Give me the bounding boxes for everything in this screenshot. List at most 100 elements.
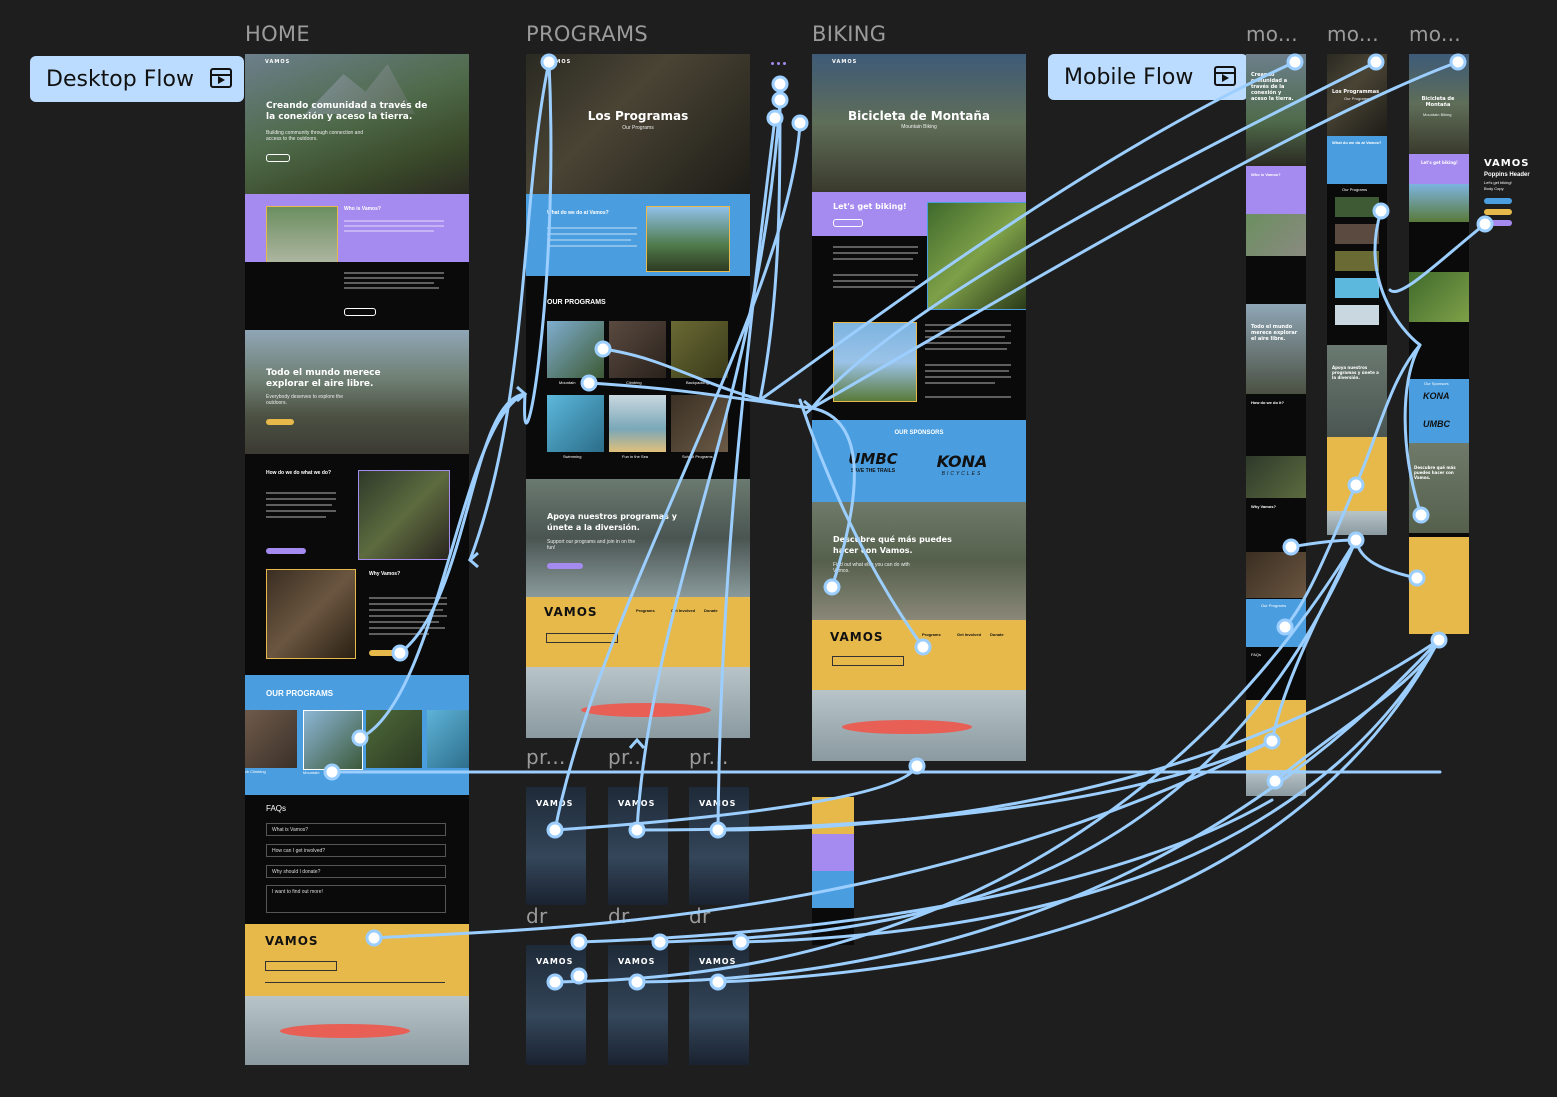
style-guide-component[interactable]: VAMOS Poppins Header Let's get biking! B… (1484, 158, 1554, 230)
program-tile-climbing[interactable] (609, 321, 666, 378)
text-line (344, 220, 444, 222)
footer-col[interactable]: Programs (922, 632, 941, 637)
frame-title-dr-3[interactable]: dr (689, 904, 711, 928)
connection-node[interactable] (791, 114, 809, 132)
umbc-sponsor-logo[interactable]: UMBC SAVE THE TRAILS (842, 450, 904, 486)
frame-title-mobile-1[interactable]: mo... (1246, 22, 1298, 46)
biking-frame: VAMOS Bicicleta de Montaña Mountain Biki… (812, 54, 1026, 761)
prototype-connector[interactable] (577, 798, 1274, 944)
m3-hero-title: Bicicleta de Montaña (1421, 96, 1455, 108)
programs-hero: VAMOS Los Programas Our Programs (526, 54, 750, 194)
m2-hero-sub: Our Programs (1344, 96, 1370, 101)
frame-title-pr-3[interactable]: pr... (689, 745, 729, 769)
program-tile-swimming[interactable] (547, 395, 604, 452)
side-header-label: Poppins Header (1484, 172, 1530, 178)
kayak-shape (842, 720, 972, 734)
programs-hero-title: Los Programas (587, 109, 689, 123)
play-prototype-icon[interactable] (1214, 66, 1236, 86)
nav-logo[interactable]: VAMOS (832, 59, 858, 65)
frame-title-dr-1[interactable]: dr (526, 904, 548, 928)
text-line (344, 225, 444, 227)
volunteers-photo (358, 470, 450, 560)
color-swatch-strip (812, 797, 854, 945)
explore-button[interactable] (369, 650, 397, 656)
newsletter-input[interactable] (832, 656, 904, 666)
arrowhead (803, 399, 815, 417)
frame-title-pr-2[interactable]: pr... (608, 745, 648, 769)
program-card-swimming[interactable] (427, 710, 469, 768)
pr-frame-3[interactable]: VAMOS (689, 787, 749, 905)
frame-title-mobile-2[interactable]: mo... (1327, 22, 1379, 46)
home-programs-section: OUR PROGRAMS ck Climbing Mountain (245, 675, 469, 795)
prototype-connector[interactable] (1354, 538, 1419, 580)
dr-frame-2[interactable]: VAMOS (608, 945, 668, 1065)
m2-programs-heading: Our Programs (1342, 187, 1368, 192)
frame-title-programs[interactable]: PROGRAMS (526, 22, 649, 46)
connection-node[interactable] (1430, 631, 1448, 649)
pr-frame-1[interactable]: VAMOS (526, 787, 586, 905)
newsletter-input[interactable] (546, 633, 618, 643)
frame-title-biking[interactable]: BIKING (812, 22, 887, 46)
support-title: Apoya nuestros programas y únete a la di… (547, 512, 677, 532)
footer-col[interactable]: Programs (636, 608, 655, 613)
kayak-shape (581, 703, 711, 717)
faq-item[interactable]: Why should I donate? (266, 865, 446, 878)
nav-logo[interactable]: VAMOS (265, 59, 291, 65)
prototype-connector[interactable] (758, 82, 782, 402)
footer-col[interactable]: Get Involved (957, 632, 982, 637)
how-heading: How do we do what we do? (266, 470, 331, 476)
group-photo (646, 206, 730, 272)
connection-node[interactable] (1347, 531, 1365, 549)
play-prototype-icon[interactable] (210, 68, 232, 88)
footer-col[interactable]: Get Involved (671, 608, 696, 613)
home-hero-sub: Building community through connection an… (266, 130, 364, 142)
everyone-sub: Everybody deserves to explore the outdoo… (266, 394, 343, 406)
program-card-climbing[interactable] (245, 710, 297, 768)
desktop-flow-tag[interactable]: Desktop Flow (30, 56, 244, 102)
program-tile-backpacking[interactable] (671, 321, 728, 378)
everyone-title: Todo el mundo merece explorar el aire li… (266, 368, 381, 389)
umbc-tagline: SAVE THE TRAILS (850, 468, 896, 474)
sponsors-heading: OUR SPONSORS (894, 430, 944, 436)
program-tile-school[interactable] (671, 395, 728, 452)
faq-item[interactable]: What is Vamos? (266, 823, 446, 836)
nav-logo[interactable]: VAMOS (546, 59, 572, 65)
connection-node[interactable] (771, 75, 789, 93)
support-vamos-button[interactable] (344, 308, 376, 316)
sponsors-section: OUR SPONSORS UMBC SAVE THE TRAILS KONA B… (812, 420, 1026, 502)
connection-node[interactable] (771, 91, 789, 109)
faq-item-expanded[interactable]: I want to find out more! (266, 885, 446, 913)
program-caption: Swimming (563, 454, 582, 459)
volunteer-button[interactable] (547, 563, 583, 569)
frame-title-dr-2[interactable]: dr (608, 904, 630, 928)
programs-what-section: What do we do at Vamos? (526, 194, 750, 276)
sign-up-button[interactable] (833, 219, 863, 227)
connection-node[interactable] (766, 109, 784, 127)
mobile-flow-tag[interactable]: Mobile Flow (1048, 54, 1248, 100)
program-caption: Fun in the Sea (622, 454, 649, 459)
newsletter-input[interactable] (265, 961, 337, 971)
dr-frame-3[interactable]: VAMOS (689, 945, 749, 1065)
programs-what-heading: What do we do at Vamos? (547, 210, 609, 216)
m1-how-heading: How do we do it? (1251, 400, 1284, 405)
program-tile-sea[interactable] (609, 395, 666, 452)
ellipsis-icon[interactable] (771, 62, 789, 66)
connection-node[interactable] (908, 757, 926, 775)
volunteer-button[interactable] (266, 548, 306, 554)
faq-item[interactable]: How can I get involved? (266, 844, 446, 857)
frame-title-pr-1[interactable]: pr... (526, 745, 566, 769)
m2-what-heading: What do we do at Vamos? (1332, 140, 1382, 145)
footer-col[interactable]: Donate (704, 608, 718, 613)
frame-title-home[interactable]: HOME (245, 22, 310, 46)
pr-frame-2[interactable]: VAMOS (608, 787, 668, 905)
donate-today-button[interactable] (266, 419, 294, 425)
program-card-backpacking[interactable] (366, 710, 422, 768)
dr-frame-1[interactable]: VAMOS (526, 945, 586, 1065)
learn-more-button[interactable] (266, 154, 290, 162)
footer-col[interactable]: Donate (990, 632, 1004, 637)
frame-title-mobile-3[interactable]: mo... (1409, 22, 1461, 46)
program-tile-mountain[interactable] (547, 321, 604, 378)
kona-sponsor-logo[interactable]: KONA BICYCLES (922, 452, 1002, 482)
program-card-mountain[interactable] (303, 710, 363, 770)
prototype-connector[interactable] (635, 638, 1441, 984)
